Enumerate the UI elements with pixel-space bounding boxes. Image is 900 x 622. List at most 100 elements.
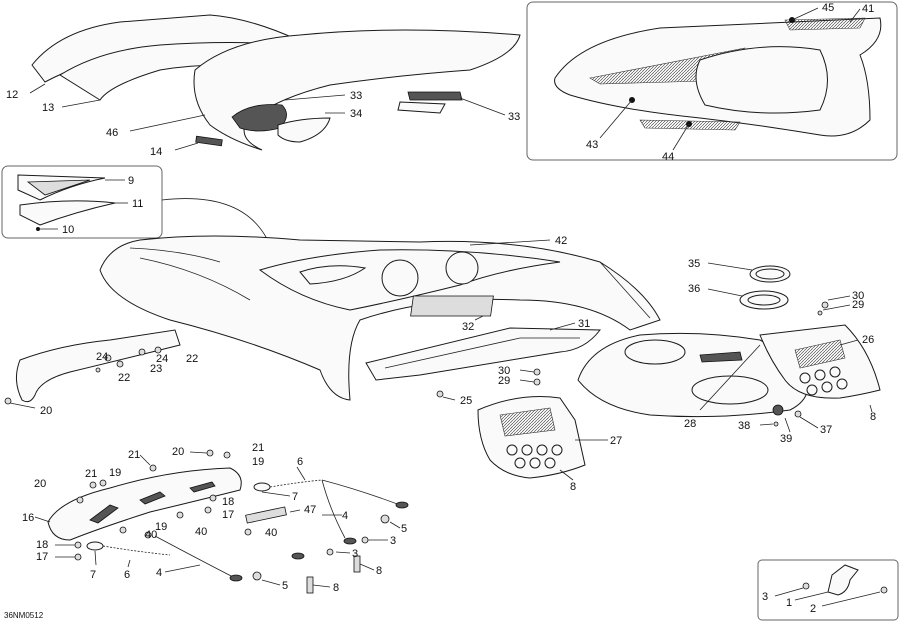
callout-30a: 30 [852, 290, 864, 302]
callout-37: 37 [820, 424, 832, 436]
callout-44: 44 [662, 151, 674, 163]
callout-5b: 5 [282, 580, 288, 592]
decal-11 [19, 200, 116, 226]
cable-end-mid [343, 537, 357, 545]
seat-recess [695, 46, 828, 114]
callout-35: 35 [688, 258, 700, 270]
callout-26: 26 [862, 334, 874, 346]
console-cover [691, 375, 769, 405]
screw-5b [252, 571, 262, 581]
washer-24a [104, 354, 112, 362]
console-28: 28 [577, 332, 809, 430]
callout-7b: 7 [90, 569, 96, 581]
spring-6-bottom [102, 545, 171, 556]
body-vent [299, 265, 367, 285]
callout-21a: 21 [128, 449, 140, 461]
switch-39 [772, 404, 784, 416]
callout-21b: 21 [252, 442, 264, 454]
callout-19b: 19 [109, 467, 121, 479]
callout-21c: 21 [85, 468, 97, 480]
callout-19c: 19 [155, 521, 167, 533]
callout-29b: 29 [498, 375, 510, 387]
cable-end-top [395, 501, 409, 509]
body-42: 42 [99, 235, 661, 401]
callout-16: 16 [22, 512, 34, 524]
tray-31 [365, 327, 601, 381]
callout-41: 41 [862, 3, 874, 15]
washer-24b [138, 348, 146, 356]
callout-31: 31 [578, 318, 590, 330]
springs-cables: 6 7 47 4 5 7 6 3 4 3 5 8 8 [86, 456, 409, 594]
cable-4-bottom [154, 535, 236, 579]
nut-38 [773, 421, 779, 427]
seat-cover-46 [193, 29, 521, 151]
callout-8b: 8 [870, 411, 876, 423]
callout-18b: 18 [36, 539, 48, 551]
callout-20c: 20 [34, 478, 46, 490]
callout-3b: 3 [390, 535, 396, 547]
callout-8c: 8 [376, 565, 382, 577]
handle-hardware [74, 449, 252, 561]
washer-22 [154, 346, 162, 354]
callout-39: 39 [780, 433, 792, 445]
callout-11: 11 [132, 198, 143, 210]
callout-6a: 6 [297, 456, 303, 468]
bracket-shell [16, 329, 181, 403]
clip-1 [827, 564, 859, 596]
bumper-bracket: 20 24 24 22 23 22 [4, 329, 198, 417]
callout-2: 2 [810, 603, 816, 615]
panel-27: 27 8 [477, 396, 622, 493]
callout-4b: 4 [156, 567, 162, 579]
washer-29b [533, 378, 541, 386]
callout-40c: 40 [265, 527, 277, 539]
callout-17a: 17 [222, 509, 234, 521]
ring-7-bottom [86, 541, 104, 551]
seat-cover-group: 12 13 46 14 33 34 33 [6, 14, 521, 158]
panel-27-grille [499, 407, 556, 437]
cable-4-top [321, 479, 401, 506]
stud-8b [306, 576, 314, 594]
mat-45-41 [784, 17, 866, 31]
switch-37-38-39: 38 39 37 [738, 404, 832, 445]
panels-32-31: 32 31 [365, 295, 601, 381]
callout-20b: 20 [172, 446, 184, 458]
callout-7a: 7 [292, 491, 298, 503]
callout-38: 38 [738, 420, 750, 432]
callout-8a: 8 [570, 481, 576, 493]
body-shell [99, 235, 661, 401]
washer-37 [794, 410, 802, 418]
callout-47: 47 [304, 504, 316, 516]
callout-22b: 22 [118, 372, 130, 384]
panel-32 [410, 295, 494, 317]
callout-4a: 4 [342, 510, 348, 522]
gauge-rings: 35 36 [688, 258, 791, 310]
callout-13: 13 [42, 102, 54, 114]
decal-inset: 9 11 10 [1, 165, 163, 239]
washer-3a [326, 548, 334, 556]
callout-40a: 40 [145, 529, 157, 541]
callout-8d: 8 [333, 582, 339, 594]
deck-top-view-inset: 45 41 43 44 [526, 1, 898, 163]
callout-22a: 22 [186, 353, 198, 365]
bracket-47 [245, 506, 287, 524]
gauge-hole-right [445, 251, 479, 285]
callout-46: 46 [106, 127, 118, 139]
screw-30a [821, 301, 829, 309]
callout-32: 32 [462, 321, 474, 333]
callout-30b: 30 [498, 365, 510, 377]
callout-36: 36 [688, 283, 700, 295]
drawing-code: 36NM0512 [4, 611, 44, 620]
panel-26: 30 29 26 8 [759, 290, 881, 423]
decal-9-fill [26, 179, 91, 196]
callout-29a: 29 [852, 299, 864, 311]
callout-40b: 40 [195, 526, 207, 538]
callout-28: 28 [684, 418, 696, 430]
screw-5a [380, 514, 390, 524]
callout-10: 10 [62, 224, 74, 236]
callout-20a: 20 [40, 405, 52, 417]
callout-5a: 5 [401, 523, 407, 535]
cable-47 [321, 479, 346, 539]
callout-3c: 3 [762, 591, 768, 603]
callout-6b: 6 [124, 569, 130, 581]
